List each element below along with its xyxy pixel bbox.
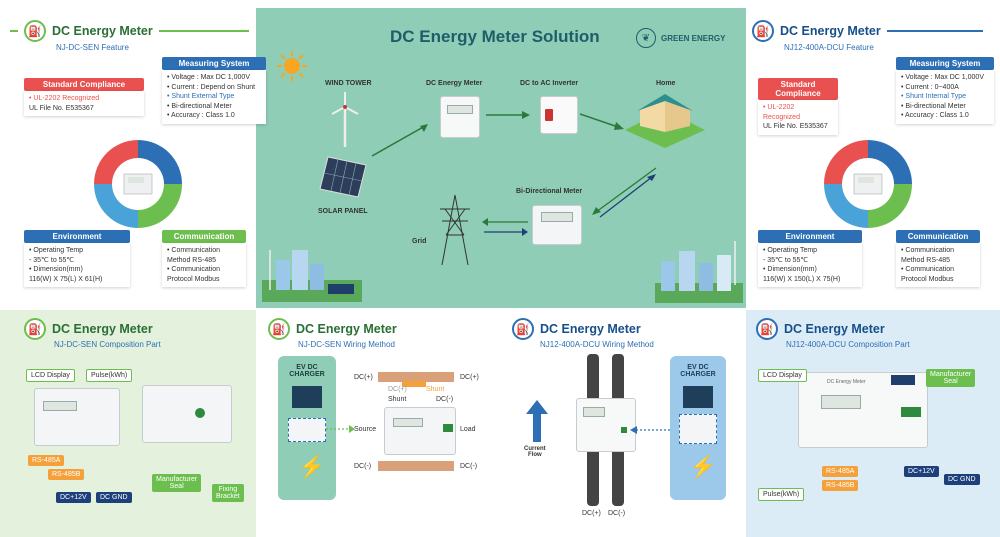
p2-dcp-wire-label: DC(+) bbox=[388, 386, 407, 393]
p3-dcp-label: DC(+) bbox=[582, 510, 601, 517]
right-ms-card: Measuring System • Voltage : Max DC 1,00… bbox=[896, 57, 994, 124]
solar-panel-icon bbox=[318, 155, 368, 205]
p1-rs485a-tag: RS-485A bbox=[28, 455, 65, 466]
p1-gnd-tag: DC GND bbox=[96, 492, 132, 503]
p3-current-label: Current Flow bbox=[524, 446, 546, 458]
grid-label: Grid bbox=[412, 238, 427, 245]
p4-dc12-tag: DC+12V bbox=[904, 466, 939, 477]
center-title: DC Energy Meter Solution bbox=[390, 27, 600, 46]
p4-header: ⛽ DC Energy Meter bbox=[756, 318, 885, 340]
left-feature-wheel bbox=[94, 140, 182, 228]
p1-seal-tag: Manufacturer Seal bbox=[152, 474, 202, 492]
p4-meter: DC Energy Meter bbox=[798, 372, 928, 448]
p2-sub: NJ-DC-SEN Wiring Method bbox=[298, 340, 395, 349]
charger-icon: ⛽ bbox=[268, 318, 290, 340]
p1-header: ⛽ DC Energy Meter bbox=[24, 318, 153, 340]
p2-dcn-wire-label: DC(-) bbox=[436, 396, 454, 403]
city-illustration-right bbox=[655, 241, 743, 303]
p2-dc-pos-bar bbox=[378, 372, 454, 382]
p2-dcp-right: DC(+) bbox=[460, 374, 479, 381]
dc-meter-label: DC Energy Meter bbox=[426, 80, 483, 87]
p3-meter bbox=[576, 398, 636, 452]
p2-shunt-label-orange: Shunt bbox=[426, 386, 445, 393]
p1-meter-front bbox=[34, 388, 120, 446]
p2-dcn-right: DC(-) bbox=[460, 463, 478, 470]
arrow-solar-to-meter bbox=[371, 124, 428, 157]
left-feature-header: ⛽ DC Energy Meter bbox=[10, 20, 249, 42]
p2-dc-neg-bar bbox=[378, 461, 454, 471]
p3-sub: NJ12-400A-DCU Wiring Method bbox=[540, 340, 654, 349]
p4-sub: NJ12-400A-DCU Composition Part bbox=[786, 340, 910, 349]
p4-seal-tag: Manufacturer Seal bbox=[926, 369, 976, 387]
p1-meter-side bbox=[142, 385, 232, 443]
bidir-meter-device bbox=[532, 205, 582, 245]
charger-icon: ⛽ bbox=[512, 318, 534, 340]
p2-source-arrow bbox=[326, 425, 355, 433]
green-energy-badge: ❦ GREEN ENERGY bbox=[636, 28, 725, 48]
p2-header: ⛽ DC Energy Meter bbox=[268, 318, 397, 340]
p2-source-label: Source bbox=[354, 426, 377, 433]
p1-pulse-tag: Pulse(kWh) bbox=[86, 369, 133, 382]
left-std-card: Standard Compliance • UL-2202 Recognized… bbox=[24, 78, 144, 116]
grid-tower-icon bbox=[436, 194, 474, 270]
p1-sub: NJ-DC-SEN Composition Part bbox=[54, 340, 161, 349]
arrow-meter-to-inverter bbox=[486, 111, 530, 119]
wind-turbine-icon bbox=[330, 92, 360, 152]
right-std-card: Standard Compliance • UL-2202 Recognized… bbox=[758, 78, 838, 135]
p2-ev-charger: EV DC CHARGER ⚡ bbox=[278, 356, 336, 500]
p4-rs485b-tag: RS-485B bbox=[822, 480, 859, 491]
p2-shunt bbox=[402, 381, 426, 387]
right-env-card: Environment • Operating Temp - 35℃ to 55… bbox=[758, 230, 862, 287]
right-feature-wheel bbox=[824, 140, 912, 228]
left-com-card: Communication • Communication Method RS-… bbox=[162, 230, 246, 287]
p3-current-arrow bbox=[526, 400, 548, 447]
arrow-inverter-to-home bbox=[580, 113, 624, 130]
arrows-grid-bidir bbox=[482, 218, 528, 236]
home-icon bbox=[625, 90, 705, 155]
charger-icon: ⛽ bbox=[24, 20, 46, 42]
right-feature-sub: NJ12-400A-DCU Feature bbox=[784, 43, 874, 52]
p4-rs485a-tag: RS-485A bbox=[822, 466, 859, 477]
p3-dashed-link bbox=[630, 426, 678, 434]
home-label: Home bbox=[656, 80, 676, 87]
p1-dc12-tag: DC+12V bbox=[56, 492, 91, 503]
p4-pulse-tag: Pulse(kWh) bbox=[758, 488, 805, 501]
p2-meter bbox=[384, 407, 456, 455]
bidir-meter-label: Bi-Directional Meter bbox=[516, 188, 583, 195]
lightning-icon: ⚡ bbox=[298, 454, 326, 479]
wind-tower-label: WIND TOWER bbox=[325, 80, 372, 87]
charger-icon: ⛽ bbox=[24, 318, 46, 340]
leaf-icon: ❦ bbox=[636, 28, 656, 48]
p3-ev-charger: EV DC CHARGER ⚡ bbox=[670, 356, 726, 500]
p4-gnd-tag: DC GND bbox=[944, 474, 980, 485]
p2-dcp-left: DC(+) bbox=[354, 374, 373, 381]
charger-icon: ⛽ bbox=[752, 20, 774, 42]
left-feature-sub: NJ-DC-SEN Feature bbox=[56, 43, 129, 52]
p4-lcd-tag: LCD Display bbox=[758, 369, 807, 382]
center-panel bbox=[256, 8, 746, 308]
p3-dcn-label: DC(-) bbox=[608, 510, 626, 517]
sun-icon bbox=[276, 50, 308, 82]
right-feature-header: ⛽ DC Energy Meter bbox=[752, 20, 983, 42]
p2-dcn-left: DC(-) bbox=[354, 463, 372, 470]
arrows-home-bidir bbox=[592, 167, 657, 218]
left-env-card: Environment • Operating Temp - 35℃ to 55… bbox=[24, 230, 130, 287]
city-illustration-left bbox=[262, 250, 362, 302]
p2-load-label: Load bbox=[460, 426, 476, 433]
p3-header: ⛽ DC Energy Meter bbox=[512, 318, 641, 340]
p2-shunt-label: Shunt bbox=[388, 396, 407, 403]
inverter-label: DC to AC Inverter bbox=[520, 80, 579, 87]
lightning-icon: ⚡ bbox=[689, 454, 717, 479]
left-ms-card: Measuring System • Voltage : Max DC 1,00… bbox=[162, 57, 266, 124]
p1-rs485b-tag: RS-485B bbox=[48, 469, 85, 480]
charger-icon: ⛽ bbox=[756, 318, 778, 340]
solar-panel-label: SOLAR PANEL bbox=[318, 208, 368, 215]
dc-meter-device bbox=[440, 96, 480, 138]
p1-lcd-tag: LCD Display bbox=[26, 369, 75, 382]
inverter-device bbox=[540, 96, 578, 134]
right-com-card: Communication • Communication Method RS-… bbox=[896, 230, 980, 287]
p1-bracket-tag: Fixing Bracket bbox=[212, 484, 244, 502]
